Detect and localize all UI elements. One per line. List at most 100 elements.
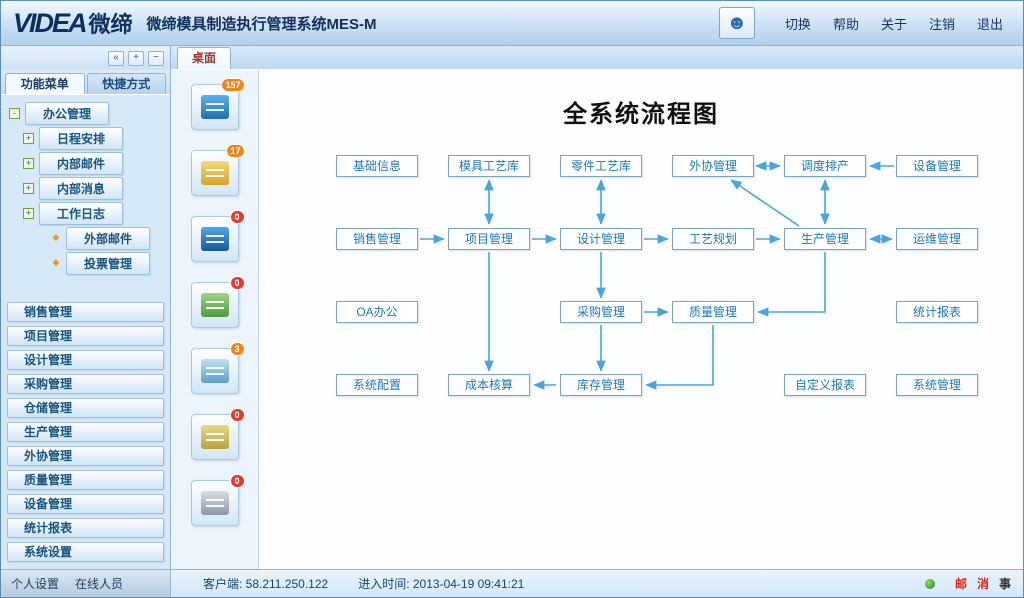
badge-count: 157 bbox=[221, 78, 245, 92]
flow-node-part-process-lib[interactable]: 零件工艺库 bbox=[560, 155, 642, 177]
tree-item-1-label[interactable]: 内部邮件 bbox=[39, 152, 123, 175]
flow-node-custom-report[interactable]: 自定义报表 bbox=[784, 374, 866, 396]
header-link-3[interactable]: 注销 bbox=[928, 16, 955, 32]
footer-left-item-1[interactable]: 在线人员 bbox=[75, 577, 124, 591]
flow-node-outsourcing[interactable]: 外协管理 bbox=[672, 155, 754, 177]
sidebar-menu-item-9[interactable]: 统计报表 bbox=[7, 518, 164, 538]
expand-node-icon[interactable]: + bbox=[23, 133, 34, 144]
flow-node-sys-admin[interactable]: 系统管理 bbox=[896, 374, 978, 396]
folder-icon-button[interactable]: 0 bbox=[190, 408, 245, 460]
logo-cn-text: 微缔 bbox=[88, 12, 133, 37]
flow-edge-13 bbox=[757, 252, 826, 317]
header-link-2[interactable]: 关于 bbox=[880, 16, 907, 32]
flow-edge-16 bbox=[645, 325, 714, 390]
sidebar-tab-1[interactable]: 快捷方式 bbox=[86, 73, 166, 94]
flow-node-scheduling[interactable]: 调度排产 bbox=[784, 155, 866, 177]
sidebar-menu-item-2[interactable]: 设计管理 bbox=[7, 350, 164, 370]
flow-node-maintenance[interactable]: 运维管理 bbox=[896, 228, 978, 250]
tree-root-item[interactable]: -办公管理 bbox=[7, 102, 166, 125]
printer-icon-button[interactable]: 0 bbox=[190, 474, 245, 526]
expand-node-icon[interactable]: + bbox=[23, 158, 34, 169]
header-link-1[interactable]: 帮助 bbox=[832, 16, 859, 32]
flow-node-stat-report[interactable]: 统计报表 bbox=[896, 301, 978, 323]
app-logo: VIDEA 微缔 bbox=[13, 7, 133, 39]
tree-item-0[interactable]: + 日程安排 bbox=[7, 127, 166, 150]
icon-strip: 157 17 0 0 3 0 0 bbox=[171, 70, 259, 569]
app-header: VIDEA 微缔 微缔模具制造执行管理系统MES-M ☻ 切换帮助关于注销退出 bbox=[1, 1, 1023, 46]
sidebar-menu-item-1[interactable]: 项目管理 bbox=[7, 326, 164, 346]
footer-status-2[interactable]: 事 bbox=[998, 577, 1011, 591]
app-body: «+− 功能菜单快捷方式 -办公管理+日程安排+内部邮件+内部消息+工作日志◆外… bbox=[1, 46, 1023, 569]
globe-icon-button[interactable]: 0 bbox=[190, 210, 245, 262]
footer-status-0[interactable]: 邮 bbox=[954, 577, 967, 591]
flow-node-oa[interactable]: OA办公 bbox=[336, 301, 418, 323]
flow-node-project[interactable]: 项目管理 bbox=[448, 228, 530, 250]
flow-edge-10 bbox=[730, 179, 800, 227]
desktop-tabbar: 桌面 bbox=[171, 46, 1023, 70]
tree-subitem-0[interactable]: ◆ 外部邮件 bbox=[7, 227, 166, 250]
flow-node-quality[interactable]: 质量管理 bbox=[672, 301, 754, 323]
tree-subitem-0-label[interactable]: 外部邮件 bbox=[66, 227, 150, 250]
client-ip-text: 客户端: 58.211.250.122 bbox=[203, 577, 329, 591]
sidebar-menu-item-10[interactable]: 系统设置 bbox=[7, 542, 164, 562]
flow-node-sys-config[interactable]: 系统配置 bbox=[336, 374, 418, 396]
sidebar-menu-item-3[interactable]: 采购管理 bbox=[7, 374, 164, 394]
diamond-icon[interactable]: ◆ bbox=[52, 257, 60, 267]
sidebar-menu-item-4[interactable]: 仓储管理 bbox=[7, 398, 164, 418]
flow-node-mold-process-lib[interactable]: 模具工艺库 bbox=[448, 155, 530, 177]
tree-item-2[interactable]: + 内部消息 bbox=[7, 177, 166, 200]
tree-subitem-1-label[interactable]: 投票管理 bbox=[66, 252, 150, 275]
sidebar-menu-item-7[interactable]: 质量管理 bbox=[7, 470, 164, 490]
flow-edges bbox=[420, 161, 894, 390]
enter-time-text: 进入时间: 2013-04-19 09:41:21 bbox=[358, 577, 525, 591]
footer-status-1[interactable]: 消 bbox=[976, 577, 989, 591]
status-bar: 个人设置 在线人员 客户端: 58.211.250.122 进入时间: 2013-… bbox=[1, 569, 1023, 597]
collapse-node-icon[interactable]: - bbox=[9, 108, 20, 119]
printer-icon bbox=[200, 491, 229, 515]
tab-desktop[interactable]: 桌面 bbox=[177, 47, 232, 69]
mail-icon-button[interactable]: 17 bbox=[190, 144, 245, 196]
tree-item-2-label[interactable]: 内部消息 bbox=[39, 177, 123, 200]
sidebar-menu-item-8[interactable]: 设备管理 bbox=[7, 494, 164, 514]
tree-root-item-label[interactable]: 办公管理 bbox=[25, 102, 109, 125]
flow-node-base-info[interactable]: 基础信息 bbox=[336, 155, 418, 177]
footer-left-item-0[interactable]: 个人设置 bbox=[11, 577, 60, 591]
flow-node-purchase[interactable]: 采购管理 bbox=[560, 301, 642, 323]
sidebar-menu-item-5[interactable]: 生产管理 bbox=[7, 422, 164, 442]
flow-node-sales[interactable]: 销售管理 bbox=[336, 228, 418, 250]
sidebar-menu-item-0[interactable]: 销售管理 bbox=[7, 302, 164, 322]
flow-node-production[interactable]: 生产管理 bbox=[784, 228, 866, 250]
flow-node-equipment[interactable]: 设备管理 bbox=[896, 155, 978, 177]
folder-icon bbox=[200, 425, 229, 449]
flow-node-cost[interactable]: 成本核算 bbox=[448, 374, 530, 396]
chat-icon bbox=[200, 95, 229, 119]
chat-icon-button[interactable]: 157 bbox=[190, 78, 245, 130]
expand-node-icon[interactable]: + bbox=[23, 183, 34, 194]
tree-subitem-1[interactable]: ◆ 投票管理 bbox=[7, 252, 166, 275]
monitor-icon-button[interactable]: 3 bbox=[190, 342, 245, 394]
tree-item-3[interactable]: + 工作日志 bbox=[7, 202, 166, 225]
expand-all-button[interactable]: + bbox=[128, 50, 144, 66]
header-link-4[interactable]: 退出 bbox=[976, 16, 1003, 32]
tree-item-1[interactable]: + 内部邮件 bbox=[7, 152, 166, 175]
notepad-icon-button[interactable]: 0 bbox=[190, 276, 245, 328]
sidebar-tab-0[interactable]: 功能菜单 bbox=[5, 73, 85, 94]
expand-node-icon[interactable]: + bbox=[23, 208, 34, 219]
flow-node-inventory[interactable]: 库存管理 bbox=[560, 374, 642, 396]
sidebar-tree: -办公管理 + 日程安排 + 内部邮件 + 内部消息 + 工作日志 ◆ 外部邮件 ◆ 投票管理 bbox=[1, 95, 170, 278]
badge-count: 17 bbox=[226, 144, 245, 158]
flow-canvas: 全系统流程图 基础信息模具工艺库零件工艺库外协管理调度排产设备管理销售管理项目管… bbox=[259, 70, 1023, 569]
tree-item-3-label[interactable]: 工作日志 bbox=[39, 202, 123, 225]
flow-node-design[interactable]: 设计管理 bbox=[560, 228, 642, 250]
diamond-icon[interactable]: ◆ bbox=[52, 232, 60, 242]
header-link-0[interactable]: 切换 bbox=[784, 16, 811, 32]
flow-node-process-plan[interactable]: 工艺规划 bbox=[672, 228, 754, 250]
collapse-panel-button[interactable]: « bbox=[108, 50, 124, 66]
user-avatar[interactable]: ☻ bbox=[718, 7, 755, 39]
collapse-all-button[interactable]: − bbox=[148, 50, 164, 66]
sidebar-menu-item-6[interactable]: 外协管理 bbox=[7, 446, 164, 466]
tree-item-0-label[interactable]: 日程安排 bbox=[39, 127, 123, 150]
badge-count: 0 bbox=[229, 474, 245, 488]
footer-right: 客户端: 58.211.250.122 进入时间: 2013-04-19 09:… bbox=[171, 570, 1023, 597]
